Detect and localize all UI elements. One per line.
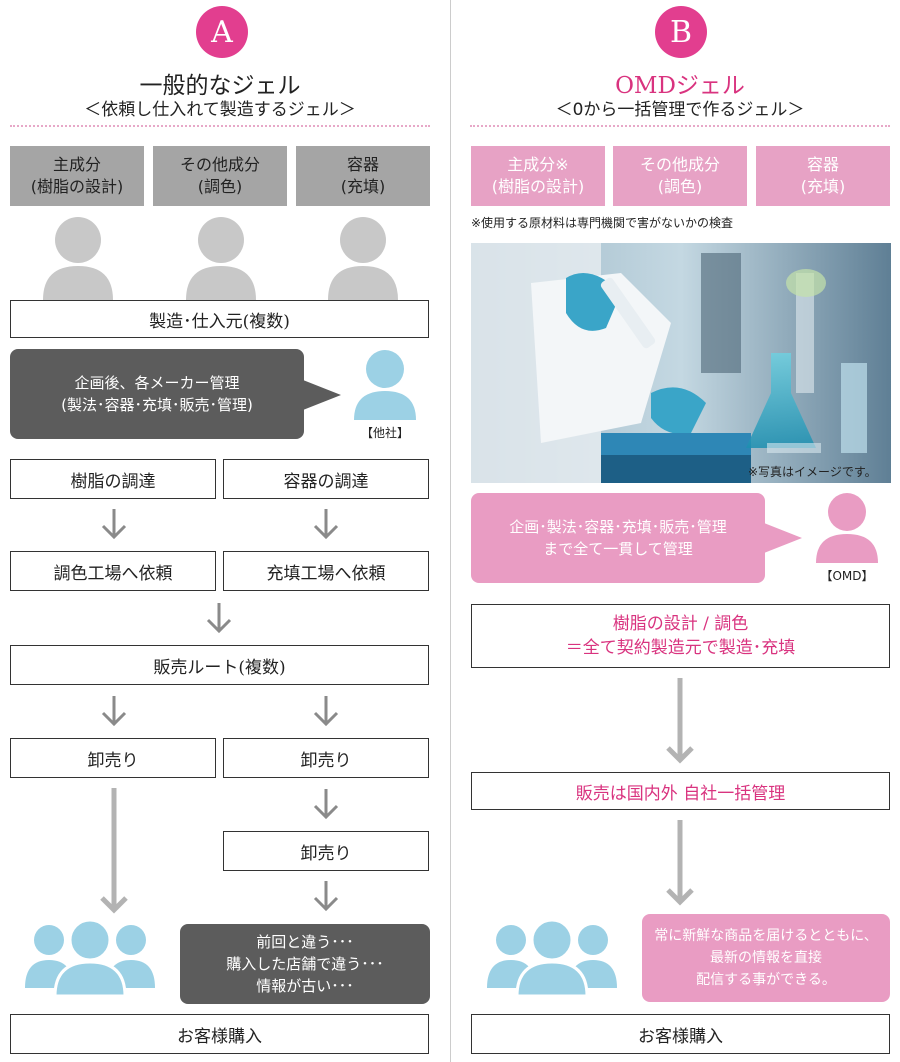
purchase-box-b: お客様購入 bbox=[471, 1014, 890, 1054]
person-icon bbox=[816, 493, 878, 563]
column-divider bbox=[450, 0, 451, 1062]
title-b: OMDジェル bbox=[615, 73, 745, 99]
material-note: ※使用する原材料は専門機関で害がないかの検査 bbox=[471, 216, 734, 230]
down-arrow-icon bbox=[100, 788, 128, 914]
category-container-a: 容器(充填) bbox=[296, 146, 430, 206]
down-arrow-icon bbox=[313, 789, 339, 820]
photo-caption: ※写真はイメージです。 bbox=[748, 465, 877, 479]
benefit-bubble: 常に新鮮な商品を届けるとともに、最新の情報を直接配信する事ができる。 bbox=[642, 914, 890, 1002]
omd-label: 【OMD】 bbox=[820, 569, 874, 583]
subtitle-a: ＜依頼し仕入れて製造するジェル＞ bbox=[84, 100, 356, 120]
lab-photo bbox=[471, 243, 891, 483]
purchase-box-a: お客様購入 bbox=[10, 1014, 429, 1054]
toning-request-box: 調色工場へ依頼 bbox=[10, 551, 216, 591]
management-bubble-b: 企画･製法･容器･充填･販売･管理まで全て一貫して管理 bbox=[471, 493, 765, 583]
category-main-b: 主成分※(樹脂の設計) bbox=[471, 146, 605, 206]
down-arrow-icon bbox=[101, 509, 127, 540]
bubble-tail bbox=[764, 523, 802, 553]
person-icon bbox=[186, 217, 256, 300]
badge-a: A bbox=[196, 6, 248, 58]
down-arrow-icon bbox=[666, 820, 694, 906]
filling-request-box: 充填工場へ依頼 bbox=[223, 551, 429, 591]
resin-procurement-box: 樹脂の調達 bbox=[10, 459, 216, 499]
category-main-a: 主成分(樹脂の設計) bbox=[10, 146, 144, 206]
down-arrow-icon bbox=[206, 603, 232, 634]
title-a: 一般的なジェル bbox=[139, 73, 301, 99]
sales-box: 販売は国内外 自社一括管理 bbox=[471, 772, 890, 810]
wholesale-box-left: 卸売り bbox=[10, 738, 216, 778]
container-procurement-box: 容器の調達 bbox=[223, 459, 429, 499]
design-box: 樹脂の設計 / 調色＝全て契約製造元で製造･充填 bbox=[471, 604, 890, 668]
dotted-line-a bbox=[10, 125, 430, 127]
management-bubble-a: 企画後、各メーカー管理(製法･容器･充填･販売･管理) bbox=[10, 349, 304, 439]
bubble-tail bbox=[303, 380, 341, 410]
customer-group-icon bbox=[487, 918, 617, 996]
person-icon bbox=[328, 217, 398, 300]
sales-route-box: 販売ルート(複数) bbox=[10, 645, 429, 685]
down-arrow-icon bbox=[101, 696, 127, 727]
maker-box: 製造･仕入元(複数) bbox=[10, 300, 429, 338]
badge-b: B bbox=[655, 6, 707, 58]
subtitle-b: ＜0から一括管理で作るジェル＞ bbox=[555, 100, 805, 120]
category-other-a: その他成分(調色) bbox=[153, 146, 287, 206]
category-container-b: 容器(充填) bbox=[756, 146, 890, 206]
category-other-b: その他成分(調色) bbox=[613, 146, 747, 206]
down-arrow-icon bbox=[313, 696, 339, 727]
dotted-line-b bbox=[470, 125, 890, 127]
complaint-bubble: 前回と違う･･･購入した店舗で違う･･･情報が古い･･･ bbox=[180, 924, 430, 1004]
down-arrow-icon bbox=[666, 678, 694, 764]
wholesale-box-second: 卸売り bbox=[223, 831, 429, 871]
other-company-label: 【他社】 bbox=[360, 426, 409, 440]
down-arrow-icon bbox=[313, 881, 339, 912]
person-icon bbox=[43, 217, 113, 300]
down-arrow-icon bbox=[313, 509, 339, 540]
wholesale-box-right: 卸売り bbox=[223, 738, 429, 778]
person-icon bbox=[354, 350, 416, 420]
customer-group-icon bbox=[25, 918, 155, 996]
